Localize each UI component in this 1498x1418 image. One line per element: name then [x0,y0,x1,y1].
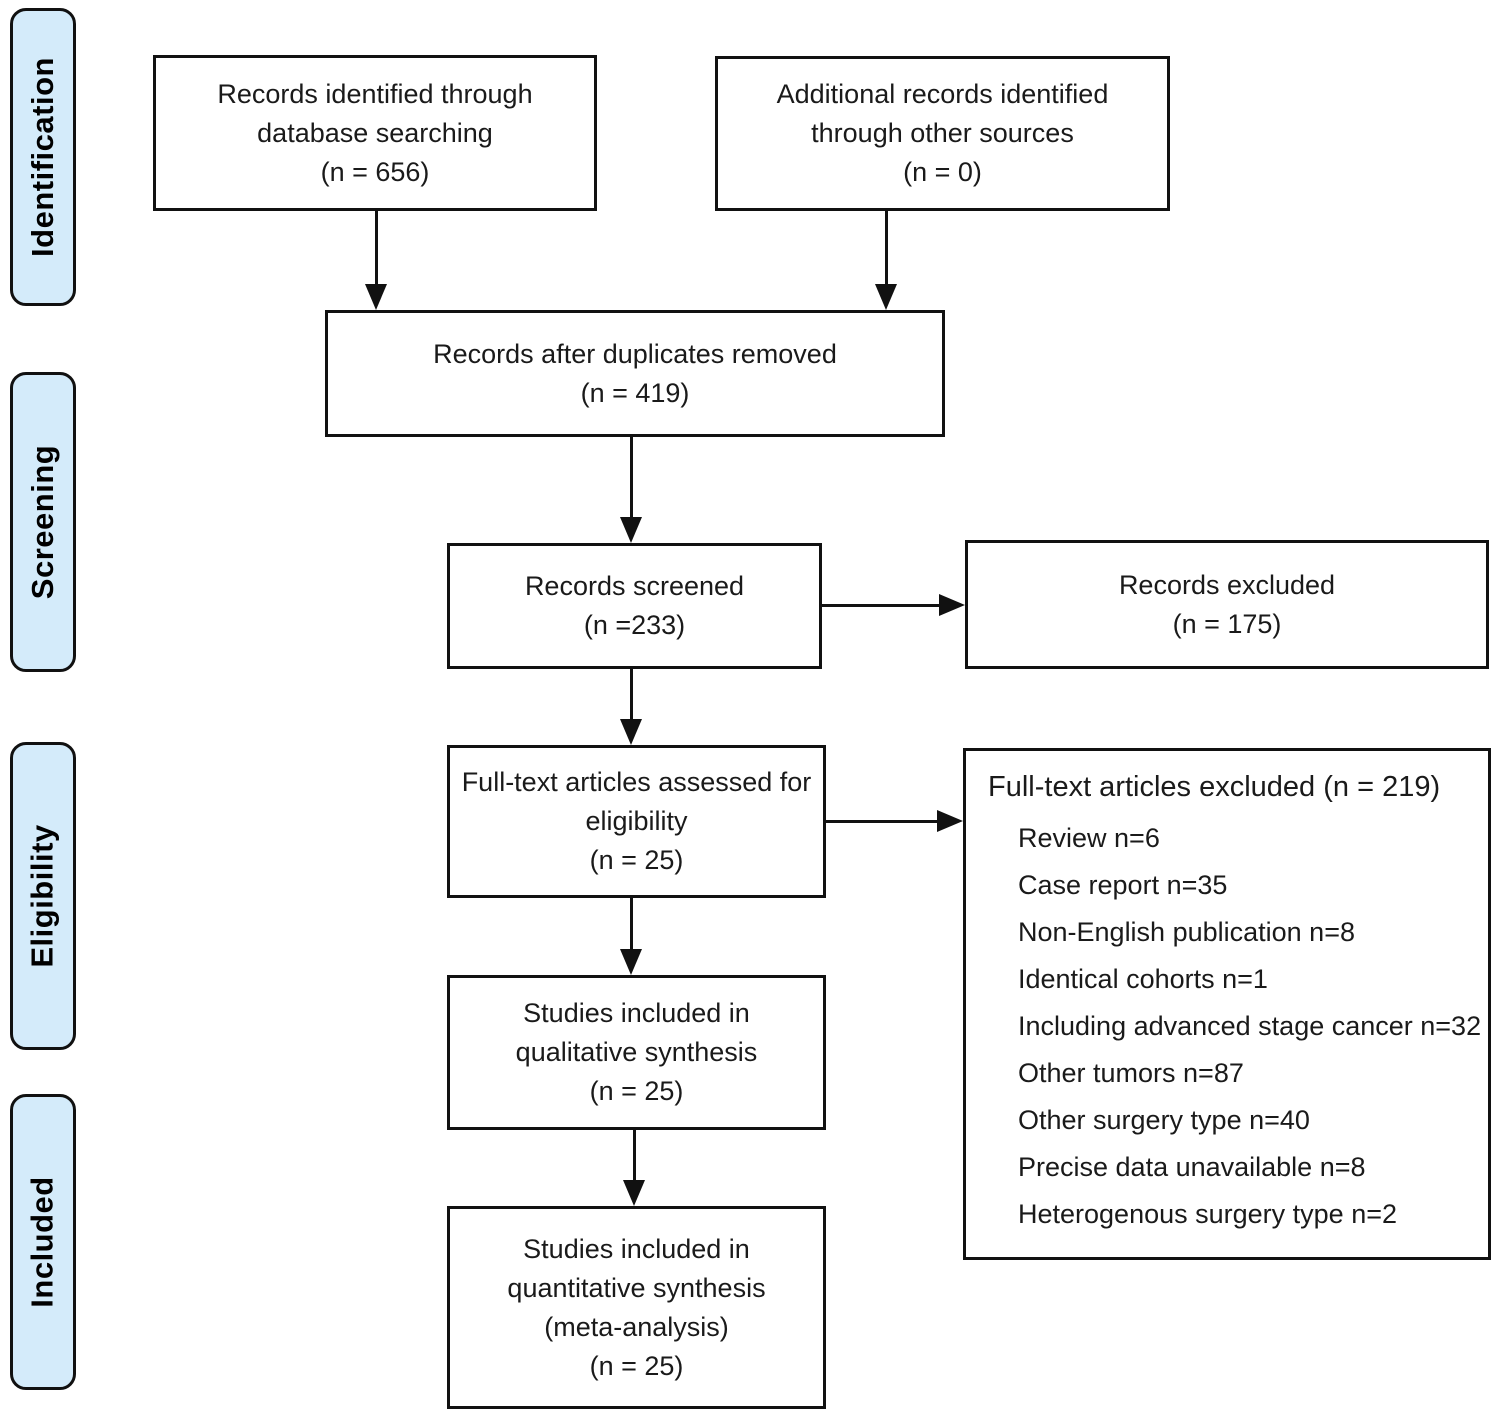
arrow-line [826,820,938,823]
stage-label-identification: Identification [25,57,61,257]
box-text-line: (n = 0) [903,157,982,187]
arrow-screened-to-assessed [620,669,643,745]
stage-pill-identification: Identification [10,8,76,306]
arrow-qualitative-to-quantitative [623,1130,646,1206]
box-quantitative-synthesis: Studies included in quantitative synthes… [447,1206,826,1409]
box-text-line: (n = 175) [1172,608,1282,639]
exclusion-reason: Review n=6 [1018,823,1160,853]
stage-pill-included: Included [10,1094,76,1390]
stage-label-screening: Screening [25,444,61,600]
arrow-additional-to-dedup [875,211,898,310]
arrow-identified-to-dedup [365,211,388,310]
box-text-line: (n = 656) [320,156,430,187]
box-text-line: Records identified through [217,78,533,109]
box-text-line: Studies included in [523,1233,750,1264]
box-duplicates-removed: Records after duplicates removed (n = 41… [325,310,945,437]
box-text-line: Records excluded [1118,569,1336,600]
box-fulltext-excluded: Full-text articles excluded (n = 219) Re… [963,748,1491,1260]
arrow-head-down-icon [623,1180,645,1206]
box-text-line: (meta-analysis) [544,1311,729,1342]
box-fulltext-assessed: Full-text articles assessed for eligibil… [447,745,826,898]
arrow-head-down-icon [620,719,642,745]
box-text-line: (n = 25) [589,1350,684,1381]
box-records-excluded: Records excluded (n = 175) [965,540,1489,669]
arrow-assessed-to-qualitative [620,898,643,975]
box-text-line: quantitative synthesis [507,1272,766,1303]
box-text-line: eligibility [585,806,688,836]
exclusion-reason: Case report n=35 [1018,870,1228,900]
box-text-line: Records screened [524,571,745,601]
stage-pill-eligibility: Eligibility [10,742,76,1050]
box-text-line: through other sources [811,118,1074,148]
arrow-head-down-icon [620,949,642,975]
box-text-line: Additional records identified [776,79,1109,109]
arrow-line [885,211,888,285]
stage-pill-screening: Screening [10,372,76,672]
arrow-head-down-icon [365,284,387,310]
box-text-line: (n =233) [583,610,686,640]
box-text-line: qualitative synthesis [515,1037,758,1067]
arrow-line [822,604,940,607]
box-records-screened: Records screened (n =233) [447,543,822,669]
box-text-line: Records after duplicates removed [433,338,837,369]
arrow-line [630,898,633,950]
arrow-line [633,1130,636,1181]
box-text-line: database searching [257,117,493,148]
arrow-head-right-icon [939,594,965,616]
box-text-line: Full-text articles assessed for [461,767,812,797]
exclusion-reason: Heterogenous surgery type n=2 [1018,1199,1397,1229]
arrow-head-right-icon [937,810,963,832]
arrow-head-down-icon [620,517,642,543]
arrow-dedup-to-screened [620,437,643,543]
arrow-assessed-to-fulltext-excluded [826,810,963,833]
fulltext-excluded-title: Full-text articles excluded (n = 219) [988,771,1441,803]
exclusion-reason: Other tumors n=87 [1018,1058,1244,1088]
box-records-identified: Records identified through database sear… [153,55,597,211]
arrow-screened-to-excluded [822,594,965,617]
box-text-line: Studies included in [523,998,750,1028]
stage-label-included: Included [25,1176,61,1308]
box-qualitative-synthesis: Studies included in qualitative synthesi… [447,975,826,1130]
box-text-line: (n = 25) [589,1076,684,1106]
stage-label-eligibility: Eligibility [25,824,61,968]
exclusion-reason: Including advanced stage cancer n=32 [1018,1011,1482,1041]
arrow-head-down-icon [875,284,897,310]
exclusion-reason: Precise data unavailable n=8 [1018,1152,1366,1182]
box-text-line: (n = 25) [589,845,684,875]
exclusion-reason: Other surgery type n=40 [1018,1105,1310,1135]
exclusion-reason: Identical cohorts n=1 [1018,964,1268,994]
exclusion-reason: Non-English publication n=8 [1018,917,1355,947]
arrow-line [375,211,378,285]
arrow-line [630,437,633,518]
box-text-line: (n = 419) [580,377,690,408]
arrow-line [630,669,633,720]
box-additional-records: Additional records identified through ot… [715,56,1170,211]
